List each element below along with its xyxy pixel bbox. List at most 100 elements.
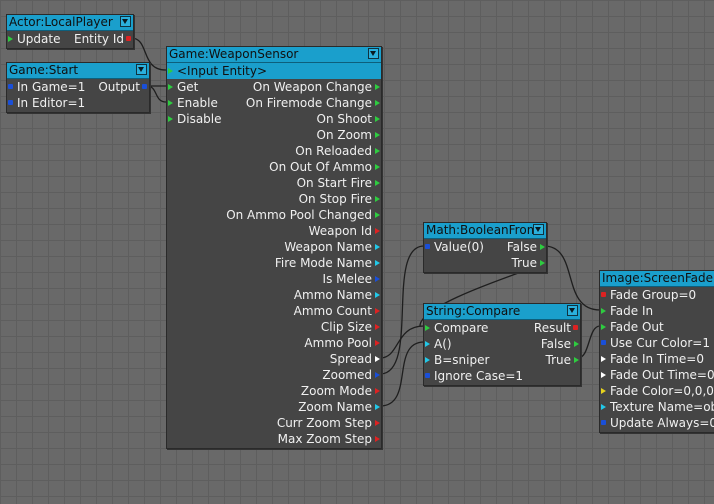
input-port[interactable] — [601, 356, 606, 362]
port-row[interactable]: Fire Mode Name — [167, 255, 381, 271]
input-port-compare[interactable] — [425, 325, 430, 331]
output-port[interactable] — [375, 196, 380, 202]
output-port[interactable] — [375, 388, 380, 394]
output-port[interactable] — [375, 292, 380, 298]
port-row[interactable]: On Zoom — [167, 127, 381, 143]
output-port[interactable] — [375, 148, 380, 154]
input-port[interactable] — [601, 388, 606, 394]
output-port-output[interactable] — [142, 84, 147, 89]
port-row[interactable]: Ammo Count — [167, 303, 381, 319]
output-port[interactable] — [375, 340, 380, 346]
port-row[interactable]: A() False — [424, 336, 580, 352]
output-port[interactable] — [375, 356, 380, 362]
output-port-entity-id[interactable] — [126, 36, 131, 41]
node-header[interactable]: Actor:LocalPlayer — [7, 15, 133, 31]
port-row[interactable]: On Start Fire — [167, 175, 381, 191]
input-port[interactable] — [601, 404, 606, 410]
collapse-button[interactable] — [567, 305, 578, 316]
input-port-in-editor[interactable] — [8, 100, 13, 105]
port-row[interactable]: Spread — [167, 351, 381, 367]
node-header[interactable]: Math:BooleanFrom — [424, 223, 546, 239]
output-port[interactable] — [375, 276, 380, 282]
port-row[interactable]: On Stop Fire — [167, 191, 381, 207]
port-row[interactable]: Ammo Pool — [167, 335, 381, 351]
output-port[interactable] — [375, 436, 380, 442]
port-row[interactable]: Weapon Name — [167, 239, 381, 255]
input-port[interactable] — [601, 372, 606, 378]
port-row[interactable]: Clip Size — [167, 319, 381, 335]
input-port-a[interactable] — [425, 341, 430, 347]
input-port[interactable] — [601, 308, 606, 314]
port-row[interactable]: True — [424, 255, 546, 271]
collapse-button[interactable] — [136, 64, 147, 75]
port-row[interactable]: Max Zoom Step — [167, 431, 381, 447]
port-row[interactable]: Update Entity Id — [7, 31, 133, 47]
input-port-enable[interactable] — [168, 100, 173, 106]
port-row[interactable]: Fade Color=0,0,0 — [600, 383, 714, 399]
port-row[interactable]: Fade Group=0 — [600, 287, 714, 303]
input-port[interactable] — [601, 340, 606, 345]
node-math-booleanfrom[interactable]: Math:BooleanFrom Value(0) False True — [423, 222, 547, 273]
port-row[interactable]: Value(0) False — [424, 239, 546, 255]
port-row[interactable]: Compare Result — [424, 320, 580, 336]
input-port-input-entity[interactable] — [168, 68, 173, 74]
node-string-compare[interactable]: String:Compare Compare Result A() False … — [423, 303, 581, 386]
port-row[interactable]: In Editor=1 — [7, 95, 149, 111]
output-port[interactable] — [375, 180, 380, 186]
node-header[interactable]: Game:WeaponSensor — [167, 47, 381, 63]
output-port[interactable] — [375, 372, 380, 378]
collapse-button[interactable] — [368, 48, 379, 59]
output-port[interactable] — [375, 228, 380, 234]
output-port[interactable] — [375, 404, 380, 410]
port-row[interactable]: Is Melee — [167, 271, 381, 287]
output-port[interactable] — [375, 164, 380, 170]
node-header[interactable]: Game:Start — [7, 63, 149, 79]
port-row[interactable]: Update Always=0 — [600, 415, 714, 431]
node-game-start[interactable]: Game:Start In Game=1 Output In Editor=1 — [6, 62, 150, 113]
output-port-true[interactable] — [540, 260, 545, 266]
output-port[interactable] — [375, 100, 380, 106]
output-port[interactable] — [375, 308, 380, 314]
port-row[interactable]: Fade Out Time=0 — [600, 367, 714, 383]
output-port[interactable] — [375, 84, 380, 90]
input-port-get[interactable] — [168, 84, 173, 90]
port-row[interactable]: In Game=1 Output — [7, 79, 149, 95]
input-port-update[interactable] — [8, 36, 13, 42]
port-row[interactable]: Use Cur Color=1 — [600, 335, 714, 351]
port-row[interactable]: Weapon Id — [167, 223, 381, 239]
output-port[interactable] — [375, 132, 380, 138]
output-port-result[interactable] — [573, 325, 578, 330]
collapse-button[interactable] — [120, 16, 131, 27]
port-row[interactable]: Zoomed — [167, 367, 381, 383]
output-port[interactable] — [375, 324, 380, 330]
port-row[interactable]: B=sniper True — [424, 352, 580, 368]
input-port[interactable] — [601, 420, 606, 425]
output-port[interactable] — [375, 244, 380, 250]
output-port-false[interactable] — [540, 244, 545, 250]
port-row[interactable]: On Out Of Ammo — [167, 159, 381, 175]
port-row[interactable]: Fade In Time=0 — [600, 351, 714, 367]
input-port-in-game[interactable] — [8, 84, 13, 89]
input-port-ignore-case[interactable] — [425, 373, 430, 378]
collapse-button[interactable] — [533, 224, 544, 235]
output-port-false[interactable] — [574, 341, 579, 347]
port-row[interactable]: Zoom Name — [167, 399, 381, 415]
output-port[interactable] — [375, 212, 380, 218]
port-row[interactable]: Ignore Case=1 — [424, 368, 580, 384]
port-row[interactable]: Fade Out — [600, 319, 714, 335]
port-row[interactable]: Ammo Name — [167, 287, 381, 303]
port-row[interactable]: On Reloaded — [167, 143, 381, 159]
port-row[interactable]: Fade In — [600, 303, 714, 319]
node-header[interactable]: String:Compare — [424, 304, 580, 320]
output-port[interactable] — [375, 260, 380, 266]
input-port-value[interactable] — [425, 244, 430, 249]
input-port-disable[interactable] — [168, 116, 173, 122]
input-port[interactable] — [601, 324, 606, 330]
output-port-true[interactable] — [574, 357, 579, 363]
port-row[interactable]: Zoom Mode — [167, 383, 381, 399]
